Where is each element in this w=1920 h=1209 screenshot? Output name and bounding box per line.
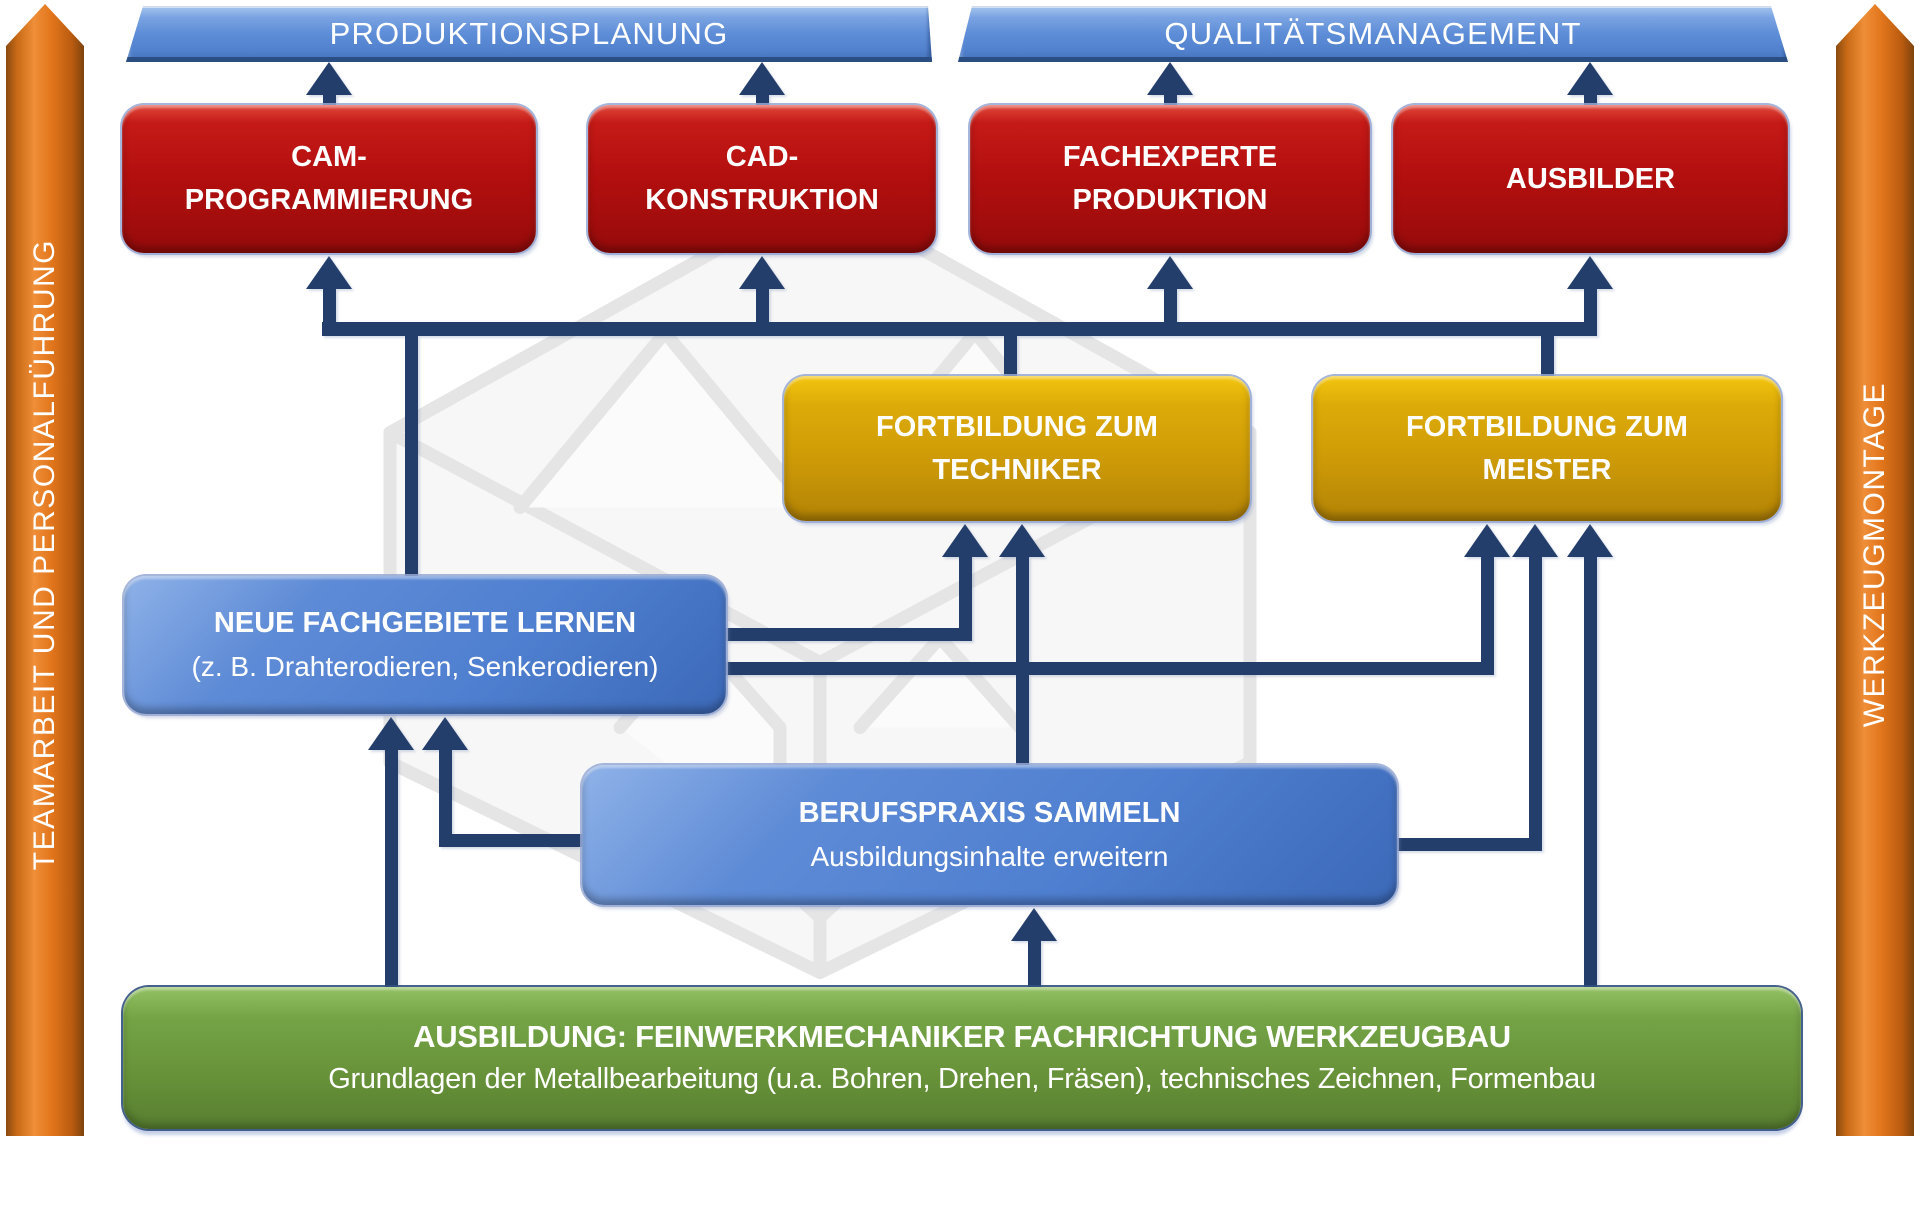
shaft xyxy=(1584,287,1597,325)
node-ausbildung: AUSBILDUNG: FEINWERKMECHANIKER FACHRICHT… xyxy=(123,987,1801,1129)
node-label: TECHNIKER xyxy=(932,453,1102,486)
node-label: BERUFSPRAXIS SAMMELN xyxy=(798,797,1181,829)
node-ausbilder: AUSBILDER xyxy=(1393,105,1788,253)
node-cam-programmierung: CAM- PROGRAMMIERUNG xyxy=(122,105,536,253)
arrow-into-neue-1 xyxy=(368,717,414,750)
node-cad-konstruktion: CAD- KONSTRUKTION xyxy=(588,105,936,253)
shaft xyxy=(756,93,769,107)
banner-produktionsplanung: PRODUKTIONSPLANUNG xyxy=(126,6,932,62)
arrow-cad-to-banner xyxy=(739,62,785,95)
arrow-into-neue-2 xyxy=(422,717,468,750)
shaft xyxy=(1584,93,1597,107)
arrow-bus-to-ausbilder xyxy=(1567,256,1613,289)
shaft xyxy=(756,287,769,325)
rail-teamarbeit-arrow: TEAMARBEIT UND PERSONALFÜHRUNG xyxy=(6,4,84,1136)
arrow-fachexperte-to-banner xyxy=(1147,62,1193,95)
node-label: AUSBILDER xyxy=(1505,162,1676,195)
rail-werkzeugmontage-arrow: WERKZEUGMONTAGE xyxy=(1836,4,1914,1136)
bus-line xyxy=(322,322,1597,336)
rail-label: WERKZEUGMONTAGE xyxy=(1858,382,1891,728)
node-label: FORTBILDUNG ZUM xyxy=(1406,410,1688,443)
node-label: KONSTRUKTION xyxy=(645,184,879,216)
shaft xyxy=(1016,555,1029,765)
shaft xyxy=(1164,93,1177,107)
node-label: AUSBILDUNG: FEINWERKMECHANIKER FACHRICHT… xyxy=(413,1019,1511,1054)
node-label: Grundlagen der Metallbearbeitung (u.a. B… xyxy=(328,1063,1596,1095)
shaft xyxy=(1481,555,1494,675)
line-berufspraxis-to-meister xyxy=(1397,838,1542,851)
node-label: CAM- xyxy=(291,141,367,173)
node-label: CAD- xyxy=(725,141,799,173)
arrow-into-techniker-1 xyxy=(942,524,988,557)
arrow-into-meister-1 xyxy=(1464,524,1510,557)
shaft xyxy=(439,748,452,847)
drop-bus-to-meister xyxy=(1541,336,1554,378)
banner-label: QUALITÄTSMANAGEMENT xyxy=(1164,16,1582,51)
shaft xyxy=(959,555,972,641)
shaft xyxy=(1529,555,1542,851)
arrow-into-berufspraxis xyxy=(1011,908,1057,941)
node-fachexperte-produktion: FACHEXPERTE PRODUKTION xyxy=(970,105,1370,253)
arrow-bus-to-fachexperte xyxy=(1147,256,1193,289)
shaft xyxy=(385,748,398,987)
shaft xyxy=(323,93,336,107)
arrow-into-techniker-2 xyxy=(999,524,1045,557)
node-label: FORTBILDUNG ZUM xyxy=(876,410,1158,443)
line-neue-to-techniker xyxy=(726,628,972,641)
arrow-bus-to-cad xyxy=(739,256,785,289)
shaft xyxy=(1028,939,1041,987)
node-fortbildung-techniker: FORTBILDUNG ZUM TECHNIKER xyxy=(784,376,1250,521)
node-berufspraxis: BERUFSPRAXIS SAMMELN Ausbildungsinhalte … xyxy=(582,765,1397,905)
node-label: PRODUKTION xyxy=(1072,184,1268,216)
node-label: Ausbildungsinhalte erweitern xyxy=(810,841,1169,872)
banner-qualitaetsmanagement: QUALITÄTSMANAGEMENT xyxy=(958,6,1788,62)
shaft xyxy=(323,287,336,325)
node-neue-fachgebiete: NEUE FACHGEBIETE LERNEN (z. B. Drahterod… xyxy=(124,576,726,714)
node-fortbildung-meister: FORTBILDUNG ZUM MEISTER xyxy=(1313,376,1781,521)
node-label: NEUE FACHGEBIETE LERNEN xyxy=(213,607,637,639)
drop-bus-to-neue-fachgebiete xyxy=(405,336,418,578)
arrow-into-meister-3 xyxy=(1567,524,1613,557)
arrow-bus-to-cam xyxy=(306,256,352,289)
node-label: FACHEXPERTE xyxy=(1062,141,1278,173)
arrow-into-meister-2 xyxy=(1512,524,1558,557)
banner-label: PRODUKTIONSPLANUNG xyxy=(329,16,729,51)
arrow-cam-to-banner xyxy=(306,62,352,95)
line-berufspraxis-to-neue xyxy=(439,834,582,847)
shaft xyxy=(1164,287,1177,325)
shaft xyxy=(1584,555,1597,987)
drop-bus-to-techniker xyxy=(1004,336,1017,378)
node-label: PROGRAMMIERUNG xyxy=(184,184,474,216)
arrow-ausbilder-to-banner xyxy=(1567,62,1613,95)
rail-label: TEAMARBEIT UND PERSONALFÜHRUNG xyxy=(28,239,61,871)
node-label: (z. B. Drahterodieren, Senkerodieren) xyxy=(191,651,659,682)
line-neue-to-meister xyxy=(726,662,1494,675)
node-label: MEISTER xyxy=(1482,453,1612,486)
